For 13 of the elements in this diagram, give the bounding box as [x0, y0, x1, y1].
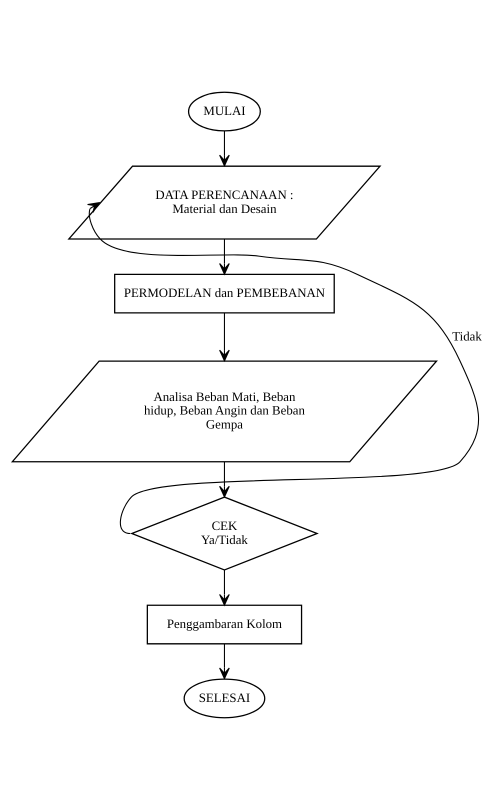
arrow: [87, 202, 479, 534]
edge-label: Tidak: [452, 329, 482, 344]
node-box: PERMODELAN dan PEMBEBANAN: [114, 274, 335, 314]
arrow: [219, 570, 230, 606]
node-box: Penggambaran Kolom: [146, 604, 302, 644]
node-diamond: CEK Ya/Tidak: [130, 496, 319, 571]
arrow: [219, 131, 230, 166]
arrow: [219, 313, 230, 362]
arrow: [219, 239, 230, 275]
arrow: [219, 462, 230, 498]
arrow: [219, 644, 230, 680]
node-ellipse: MULAI: [188, 92, 261, 132]
node-ellipse: SELESAI: [184, 678, 266, 718]
